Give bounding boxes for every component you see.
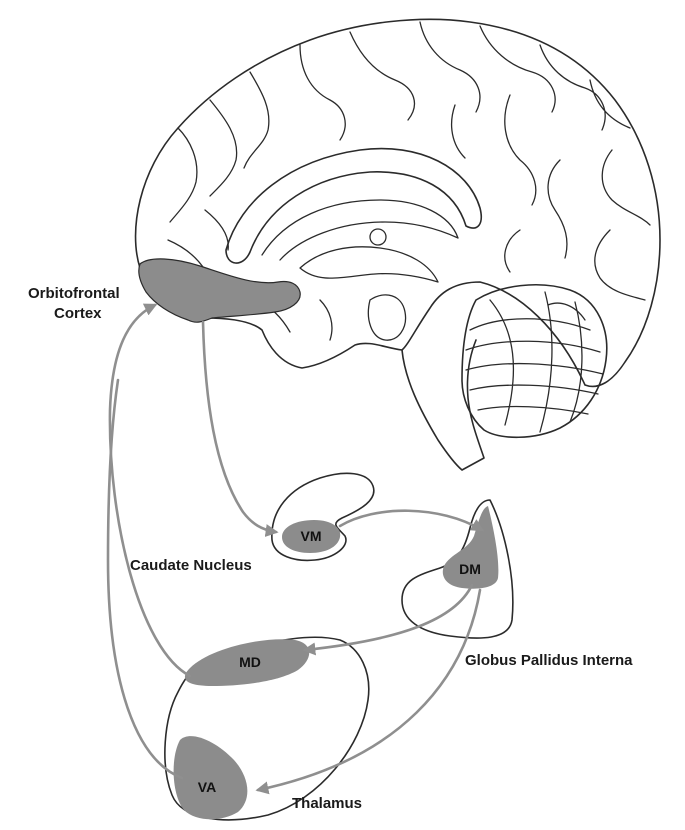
brainstem <box>402 340 484 470</box>
ventricle <box>300 247 438 282</box>
arrow-vm-to-dm <box>340 511 482 530</box>
thalamus-label: Thalamus <box>292 795 362 812</box>
corpus-callosum <box>226 149 481 263</box>
dm-label: DM <box>459 561 481 577</box>
cerebrum-outline <box>136 19 660 386</box>
vm-label: VM <box>301 528 322 544</box>
midbrain-fold <box>368 295 405 340</box>
arrow-md-to-ofc <box>110 305 190 676</box>
caudate-nucleus-label: Caudate Nucleus <box>130 557 252 574</box>
cerebellum <box>462 285 607 437</box>
arrow-va-to-ofc-return <box>108 380 182 778</box>
md-label: MD <box>239 654 261 670</box>
orbitofrontal-label-line1: Orbitofrontal <box>28 285 120 302</box>
globus-pallidus-label: Globus Pallidus Interna <box>465 652 633 669</box>
brain-illustration <box>136 19 660 470</box>
arrow-ofc-to-vm <box>203 322 276 532</box>
orbitofrontal-label-line2: Cortex <box>54 305 102 322</box>
corpus-callosum-inner <box>262 200 458 260</box>
arrow-dm-to-md <box>305 585 472 650</box>
va-label: VA <box>198 779 216 795</box>
ventricle-dot <box>370 229 386 245</box>
va-region <box>174 736 248 819</box>
